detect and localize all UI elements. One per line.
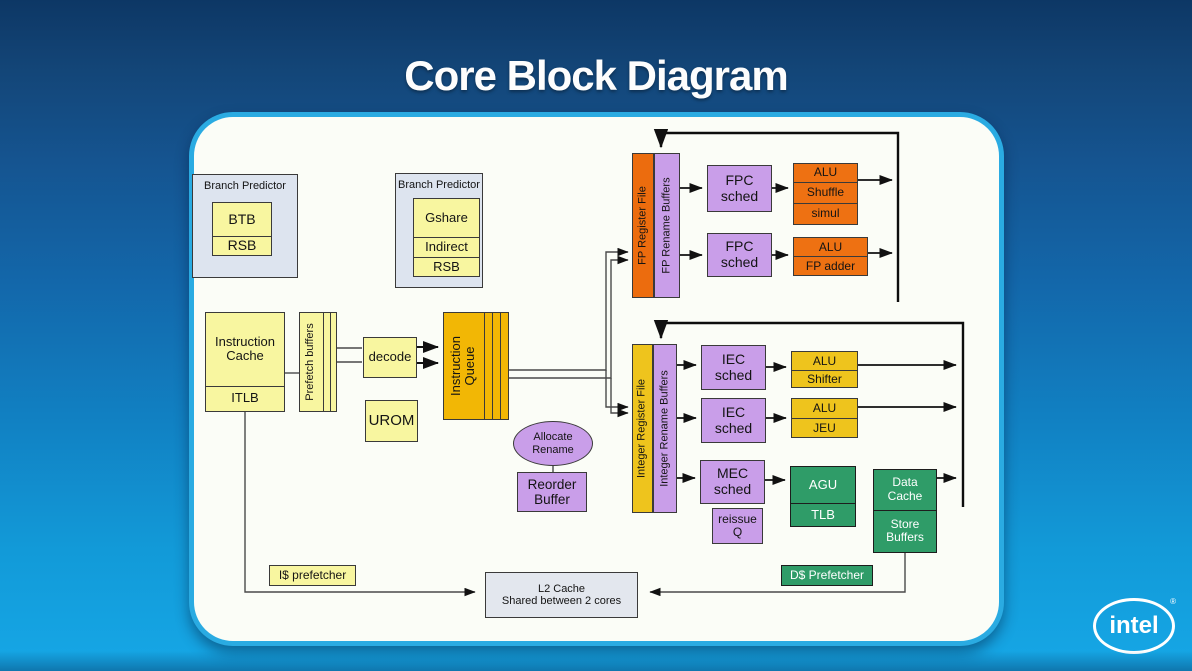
int-shifter-row: Shifter — [792, 370, 857, 387]
iec-sched-box-2: IEC sched — [701, 398, 766, 443]
intel-logo-text: intel — [1109, 612, 1159, 639]
integer-register-file-label: Integer Register File — [635, 378, 648, 479]
itlb-label: ITLB — [206, 385, 284, 412]
fpc-sched-box-1: FPC sched — [707, 165, 772, 212]
instruction-cache-label: Instruction Cache — [215, 333, 275, 364]
prefetch-buffers-label: Prefetch buffers — [303, 323, 316, 401]
instruction-cache-box: Instruction Cache ITLB — [205, 312, 285, 412]
gshare-box: Gshare — [413, 198, 480, 238]
branch-predictor-right-title: Branch Predictor — [398, 179, 480, 191]
l2-cache-line2: Shared between 2 cores — [501, 595, 622, 607]
d-prefetcher-box: D$ Prefetcher — [781, 565, 873, 586]
registered-mark: ® — [1170, 597, 1176, 606]
prefetch-buffers-box — [299, 312, 337, 412]
fp-alu-adder-box: ALU FP adder — [793, 237, 868, 276]
prefetch-stack-line — [330, 313, 331, 411]
agu-tlb-box: AGU TLB — [790, 466, 856, 527]
prefetch-stack-line — [323, 313, 324, 411]
urom-box: UROM — [365, 400, 418, 442]
instruction-queue-box — [443, 312, 509, 420]
queue-stack-line — [500, 313, 501, 419]
l2-cache-line1: L2 Cache — [537, 582, 586, 595]
fp-adder-row: FP adder — [794, 256, 867, 275]
int-alu-jeu-box: ALU JEU — [791, 398, 858, 438]
rsb-box-right: RSB — [413, 257, 480, 277]
fpc-sched-box-2: FPC sched — [707, 233, 772, 277]
btb-box: BTB — [212, 202, 272, 237]
integer-rename-buffers-bar — [653, 344, 677, 513]
queue-stack-line — [492, 313, 493, 419]
slide-title: Core Block Diagram — [404, 52, 788, 99]
fp-register-file-label: FP Register File — [636, 186, 649, 265]
int-alu-shifter-box: ALU Shifter — [791, 351, 858, 388]
int-alu-row-1: ALU — [812, 353, 837, 368]
bottom-shade-band — [0, 651, 1192, 671]
fp-alu-row-2: ALU — [818, 239, 843, 254]
tlb-row: TLB — [791, 503, 855, 526]
rsb-box-left: RSB — [212, 236, 272, 256]
intel-logo: intel ® — [1093, 597, 1176, 654]
queue-stack-line — [484, 313, 485, 419]
fp-register-file-bar — [632, 153, 654, 298]
agu-row: AGU — [808, 476, 838, 492]
iec-sched-box-1: IEC sched — [701, 345, 766, 390]
indirect-box: Indirect — [413, 237, 480, 258]
data-cache-row: Data Cache — [887, 475, 923, 503]
allocate-rename-ellipse: Allocate Rename — [513, 421, 593, 466]
integer-rename-buffers-label: Integer Rename Buffers — [658, 370, 671, 487]
mec-sched-box: MEC sched — [700, 460, 765, 504]
decode-box: decode — [363, 337, 417, 378]
branch-predictor-left-title: Branch Predictor — [204, 180, 286, 192]
fp-shuffle-row: Shuffle — [794, 182, 857, 202]
store-buffers-row: Store Buffers — [874, 509, 936, 552]
fp-simul-row: simul — [794, 202, 857, 224]
reorder-buffer-box: Reorder Buffer — [517, 472, 587, 512]
instruction-queue-label: Instruction Queue — [447, 336, 477, 396]
int-alu-row-2: ALU — [812, 401, 837, 416]
data-cache-box: Data Cache Store Buffers — [873, 469, 937, 553]
integer-register-file-bar — [632, 344, 653, 513]
fp-alu-row: ALU — [813, 165, 838, 180]
i-prefetcher-box: I$ prefetcher — [269, 565, 356, 586]
fp-alu-shuffle-box: ALU Shuffle simul — [793, 163, 858, 225]
fp-rename-buffers-bar — [654, 153, 680, 298]
fp-rename-buffers-label: FP Rename Buffers — [660, 177, 673, 274]
l2-cache-box: L2 Cache Shared between 2 cores — [485, 572, 638, 618]
reissue-q-box: reissue Q — [712, 508, 763, 544]
int-jeu-row: JEU — [792, 418, 857, 437]
